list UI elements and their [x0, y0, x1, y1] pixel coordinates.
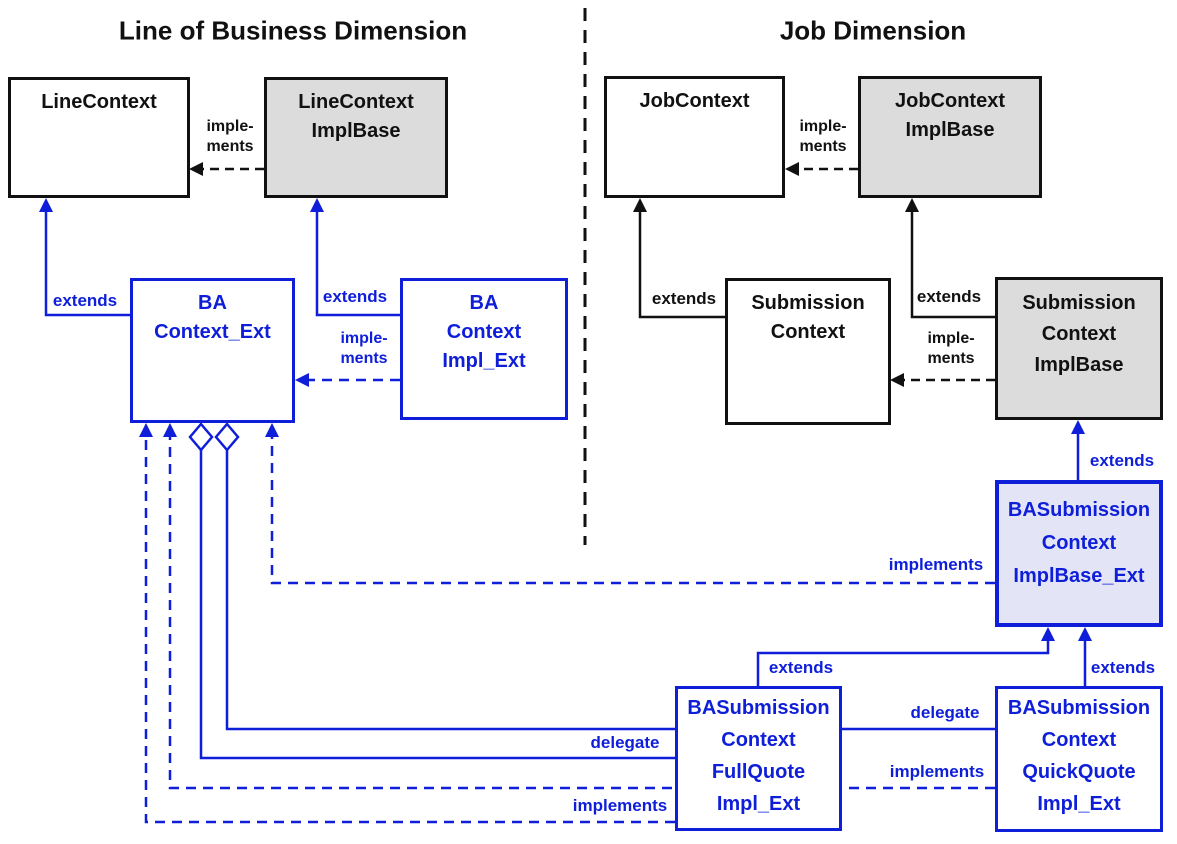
arrowhead [633, 198, 647, 212]
class-box-submissioncontext: Submission Context [725, 278, 891, 425]
left-dimension-title: Line of Business Dimension [118, 15, 468, 46]
arrowhead [265, 423, 279, 437]
arrowhead [39, 198, 53, 212]
edge-implements-quickquote-bacontextext [168, 431, 995, 790]
class-name: BASubmission [1007, 697, 1151, 719]
class-box-basubmissioncontextquickquoteimpl-ext: BASubmission Context QuickQuote Impl_Ext [995, 686, 1163, 832]
arrowhead [310, 198, 324, 212]
arrowhead [295, 373, 309, 387]
edge-extends-baimplext-lineimplbase [315, 205, 400, 317]
class-name: Submission [1022, 292, 1136, 314]
class-name: JobContext [639, 90, 750, 112]
class-name: Submission [751, 292, 865, 314]
arrowhead [1078, 627, 1092, 641]
class-box-jobcontext: JobContext [604, 76, 785, 198]
edge-delegate-quickquote-bacontextext [225, 449, 995, 731]
class-name: JobContext [895, 90, 1005, 112]
class-name: LineContext [298, 91, 414, 113]
class-name: Context [1041, 532, 1117, 554]
class-box-submissioncontextimplbase: Submission Context ImplBase [995, 277, 1163, 420]
edge-extends-bacontextext-linecontext [44, 205, 130, 317]
class-name: ImplBase [311, 120, 401, 142]
edge-label-extends: extends [1090, 658, 1156, 677]
class-name: Context [446, 321, 522, 343]
edge-label-implements: implements [888, 555, 984, 574]
edge-implements-fullquote-bacontextext [144, 431, 675, 824]
class-name: QuickQuote [1022, 761, 1136, 783]
class-box-linecontextimplbase: LineContext ImplBase [264, 77, 448, 198]
class-name: BASubmission [687, 697, 830, 719]
edge-extends-submissioncontext-jobcontext [638, 206, 725, 319]
class-name: ImplBase [905, 119, 995, 141]
edge-delegate-fullquote-bacontextext [199, 449, 675, 760]
edge-label-extends: extends [768, 658, 834, 677]
edge-label-line1: imple- [206, 118, 254, 135]
class-box-bacontextimpl-ext: BA Context Impl_Ext [400, 278, 568, 420]
class-name: Context [1041, 729, 1117, 751]
arrowhead [1071, 420, 1085, 434]
class-box-basubmissioncontextimplbase-ext: BASubmission Context ImplBase_Ext [995, 480, 1163, 627]
arrowhead [890, 373, 904, 387]
class-name: BA [469, 292, 499, 314]
edge-label-line2: ments [206, 138, 254, 155]
class-name: Context [770, 321, 846, 343]
class-name: Context [1041, 323, 1117, 345]
edge-label-implements: imple- ments [799, 117, 846, 157]
edge-label-implements: implements [572, 796, 668, 815]
class-name: Context_Ext [154, 321, 271, 343]
right-dimension-title: Job Dimension [779, 15, 967, 46]
edge-label-extends: extends [651, 289, 717, 308]
edge-implements-baimplbaseext-bacontextext [270, 431, 995, 585]
class-box-jobcontextimplbase: JobContext ImplBase [858, 76, 1042, 198]
class-name: Context [721, 729, 796, 751]
arrowhead [163, 423, 177, 437]
class-name: Impl_Ext [442, 350, 526, 372]
class-name: FullQuote [711, 761, 806, 783]
edge-label-implements: imple- ments [927, 329, 974, 369]
class-name: ImplBase_Ext [1013, 565, 1145, 587]
class-name: BA [198, 292, 227, 314]
arrowhead [189, 162, 203, 176]
edge-label-line1: imple- [799, 118, 847, 135]
edge-label-line2: ments [340, 350, 388, 367]
edge-extends-fullquote-baimplbaseext [756, 635, 1050, 686]
arrowhead [785, 162, 799, 176]
edge-label-delegate: delegate [590, 733, 660, 752]
edge-label-line2: ments [799, 138, 847, 155]
class-name: Impl_Ext [716, 793, 801, 815]
class-box-linecontext: LineContext [8, 77, 190, 198]
edge-label-implements: imple- ments [206, 117, 253, 157]
arrowhead [1041, 627, 1055, 641]
edge-extends-submissionimplbase-jobimplbase [910, 206, 995, 319]
edge-label-line2: ments [927, 350, 975, 367]
edge-label-implements: imple- ments [340, 329, 387, 369]
edge-label-extends: extends [322, 287, 388, 306]
edge-label-line1: imple- [927, 330, 975, 347]
edge-label-extends: extends [916, 287, 982, 306]
class-name: ImplBase [1034, 354, 1124, 376]
arrowhead [139, 423, 153, 437]
aggregation-diamond [188, 422, 214, 452]
edge-label-implements: implements [889, 762, 985, 781]
edge-label-extends: extends [1089, 451, 1155, 470]
arrowhead [905, 198, 919, 212]
class-name: Impl_Ext [1037, 793, 1121, 815]
class-name: LineContext [41, 91, 157, 113]
class-box-bacontext-ext: BA Context_Ext [130, 278, 295, 423]
class-box-basubmissioncontextfullquoteimpl-ext: BASubmission Context FullQuote Impl_Ext [675, 686, 842, 831]
edge-label-delegate: delegate [910, 703, 980, 722]
aggregation-diamond [214, 422, 240, 452]
edge-label-extends: extends [52, 291, 118, 310]
edge-label-line1: imple- [340, 330, 388, 347]
class-name: BASubmission [1007, 499, 1151, 521]
